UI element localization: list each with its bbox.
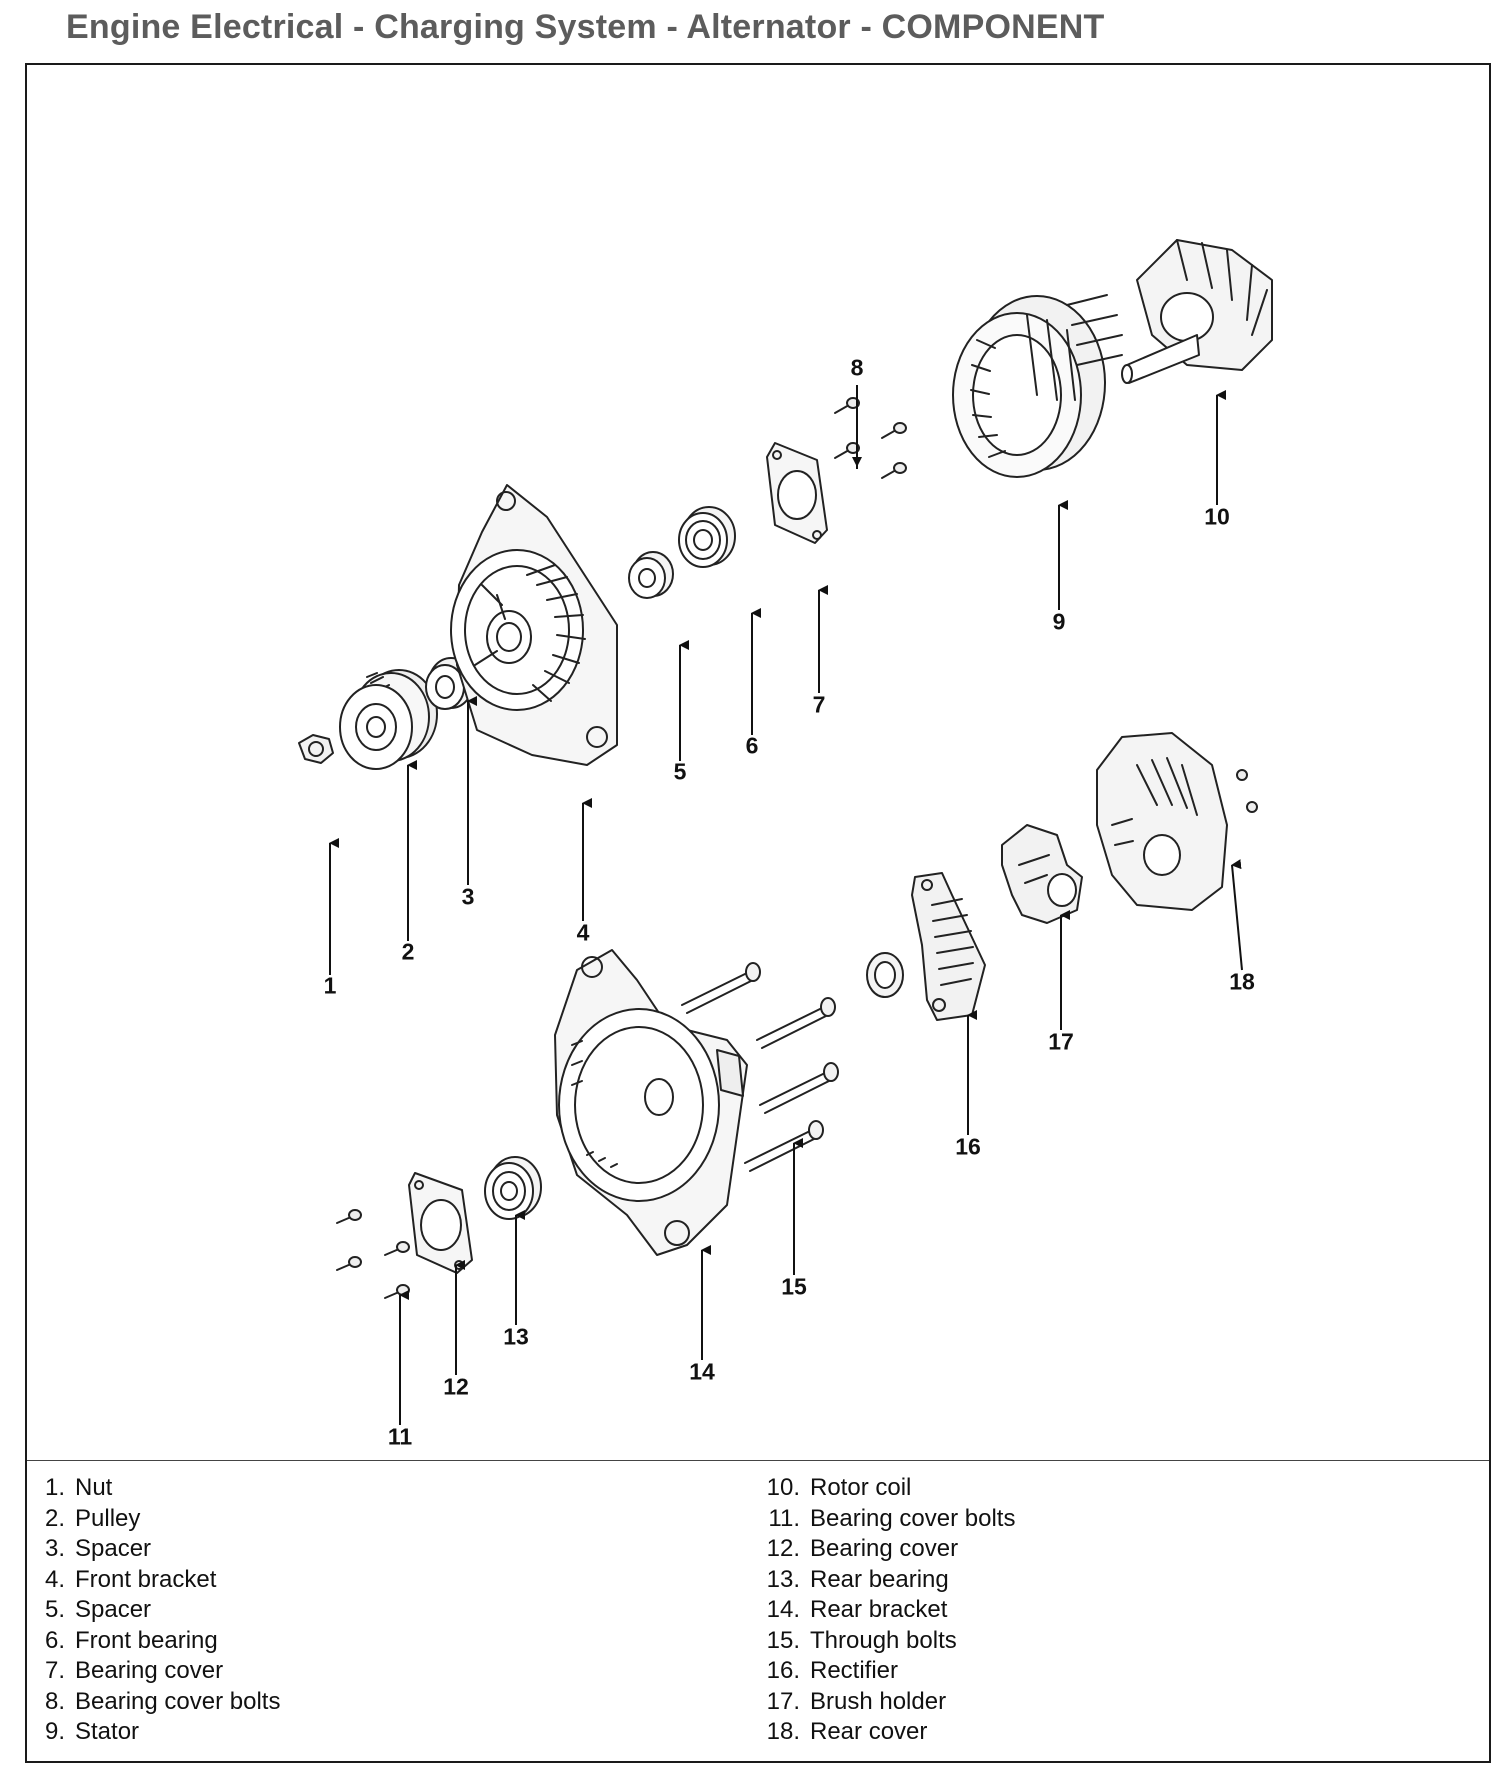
front-bracket-part (450, 484, 618, 766)
brush-holder-part (1001, 824, 1083, 924)
exploded-view-diagram: 1 2 3 4 5 6 7 8 9 10 11 12 13 14 15 16 1… (27, 65, 1489, 1461)
front-bearing-part (678, 506, 736, 568)
legend-label: Stator (75, 1718, 140, 1746)
callout-3: 3 (461, 883, 475, 910)
callout-4: 4 (576, 919, 590, 946)
callout-9: 9 (1052, 608, 1066, 635)
legend-item: 17. Brush holder (764, 1687, 1015, 1718)
legend-number: 8. (44, 1687, 65, 1715)
legend-item: 15. Through bolts (764, 1626, 1015, 1657)
rotor-coil-part (1121, 239, 1273, 384)
bearing-cover-rear-part (408, 1172, 473, 1274)
legend-item: 7. Bearing cover (41, 1656, 280, 1687)
legend-item: 12. Bearing cover (764, 1534, 1015, 1565)
legend-item: 14. Rear bracket (764, 1595, 1015, 1626)
legend-number: 17. (766, 1687, 800, 1715)
legend-item: 10. Rotor coil (764, 1473, 1015, 1504)
callout-7: 7 (812, 691, 826, 718)
legend-label: Through bolts (810, 1626, 957, 1654)
bolt-8-arrow (852, 385, 862, 467)
legend-column-left: 1.Nut 2.Pulley 3.Spacer 4.Front bracket … (41, 1473, 280, 1748)
legend-item: 6. Front bearing (41, 1626, 280, 1657)
rectifier-part (911, 872, 986, 1021)
legend-label: Bearing cover (75, 1657, 224, 1685)
bearing-cover-bolts-rear-part (336, 1209, 410, 1299)
rear-bearing-part (484, 1156, 542, 1220)
alternator-exploded-drawing (298, 239, 1273, 1425)
spacer-rear-part (628, 551, 674, 599)
legend-item: 16. Rectifier (764, 1656, 1015, 1687)
legend-item: 4. Front bracket (41, 1565, 280, 1596)
parts-legend: 1.Nut 2.Pulley 3.Spacer 4.Front bracket … (27, 1461, 1489, 1761)
nut-part (298, 734, 334, 764)
callout-18: 18 (1229, 968, 1255, 995)
callout-1: 1 (323, 972, 337, 999)
legend-number: 2. (44, 1504, 65, 1532)
legend-number: 12. (766, 1535, 800, 1563)
legend-number: 18. (766, 1718, 800, 1746)
callout-11: 11 (387, 1423, 413, 1450)
legend-label: Bearing cover (810, 1535, 959, 1563)
legend-label: Bearing cover bolts (810, 1504, 1016, 1532)
callout-15: 15 (781, 1273, 807, 1300)
legend-label: Rear bearing (810, 1565, 949, 1593)
legend-item: 13. Rear bearing (764, 1565, 1015, 1596)
washer-part (866, 952, 904, 998)
legend-number: 15. (766, 1626, 800, 1654)
stator-part (952, 294, 1123, 478)
legend-label: Rear cover (810, 1718, 928, 1746)
legend-number: 14. (766, 1596, 800, 1624)
legend-item: 9. Stator (41, 1717, 280, 1748)
legend-label: Front bracket (75, 1565, 217, 1593)
legend-label: Spacer (75, 1535, 152, 1563)
legend-label: Spacer (75, 1596, 152, 1624)
diagram-frame: 1 2 3 4 5 6 7 8 9 10 11 12 13 14 15 16 1… (25, 63, 1491, 1763)
legend-number: 9. (44, 1718, 65, 1746)
legend-label: Rear bracket (810, 1596, 948, 1624)
page-title: Engine Electrical - Charging System - Al… (66, 8, 1105, 46)
legend-item: 18. Rear cover (764, 1717, 1015, 1748)
through-bolts-part (681, 962, 839, 1172)
callout-12: 12 (443, 1373, 469, 1400)
legend-number: 11. (768, 1504, 800, 1532)
callout-16: 16 (955, 1133, 981, 1160)
legend-label: Brush holder (810, 1687, 947, 1715)
legend-label: Rotor coil (810, 1474, 912, 1502)
legend-item: 5. Spacer (41, 1595, 280, 1626)
callout-10: 10 (1204, 503, 1230, 530)
bearing-cover-bolts-front-part (834, 397, 907, 479)
legend-item: 3. Spacer (41, 1534, 280, 1565)
legend-item: 2. Pulley (41, 1504, 280, 1535)
pulley-part (339, 669, 438, 770)
legend-item: 11. Bearing cover bolts (764, 1504, 1015, 1535)
rear-cover-part (1096, 732, 1258, 911)
legend-item: 1. Nut (41, 1473, 280, 1504)
legend-number: 7. (44, 1657, 65, 1685)
legend-number: 10. (766, 1474, 800, 1502)
legend-number: 13. (766, 1565, 800, 1593)
legend-item: 8. Bearing cover bolts (41, 1687, 280, 1718)
legend-number: 5. (44, 1596, 65, 1624)
legend-label: Rectifier (810, 1657, 899, 1685)
legend-number: 16. (766, 1657, 800, 1685)
legend-label: Front bearing (75, 1626, 218, 1654)
rear-bracket-part (554, 949, 748, 1256)
legend-number: 1. (44, 1474, 65, 1502)
callout-13: 13 (503, 1323, 529, 1350)
legend-label: Nut (75, 1474, 113, 1502)
legend-number: 4. (44, 1565, 65, 1593)
legend-label: Pulley (75, 1504, 141, 1532)
callout-17: 17 (1048, 1028, 1074, 1055)
callout-5: 5 (673, 758, 687, 785)
legend-number: 6. (44, 1626, 65, 1654)
callout-14: 14 (689, 1358, 715, 1385)
legend-label: Bearing cover bolts (75, 1687, 281, 1715)
legend-number: 3. (44, 1535, 65, 1563)
callout-6: 6 (745, 732, 759, 759)
bearing-cover-front-part (766, 442, 828, 544)
callout-2: 2 (401, 938, 415, 965)
legend-column-right: 10. Rotor coil 11. Bearing cover bolts 12.… (764, 1473, 1016, 1748)
callout-8: 8 (850, 354, 864, 381)
